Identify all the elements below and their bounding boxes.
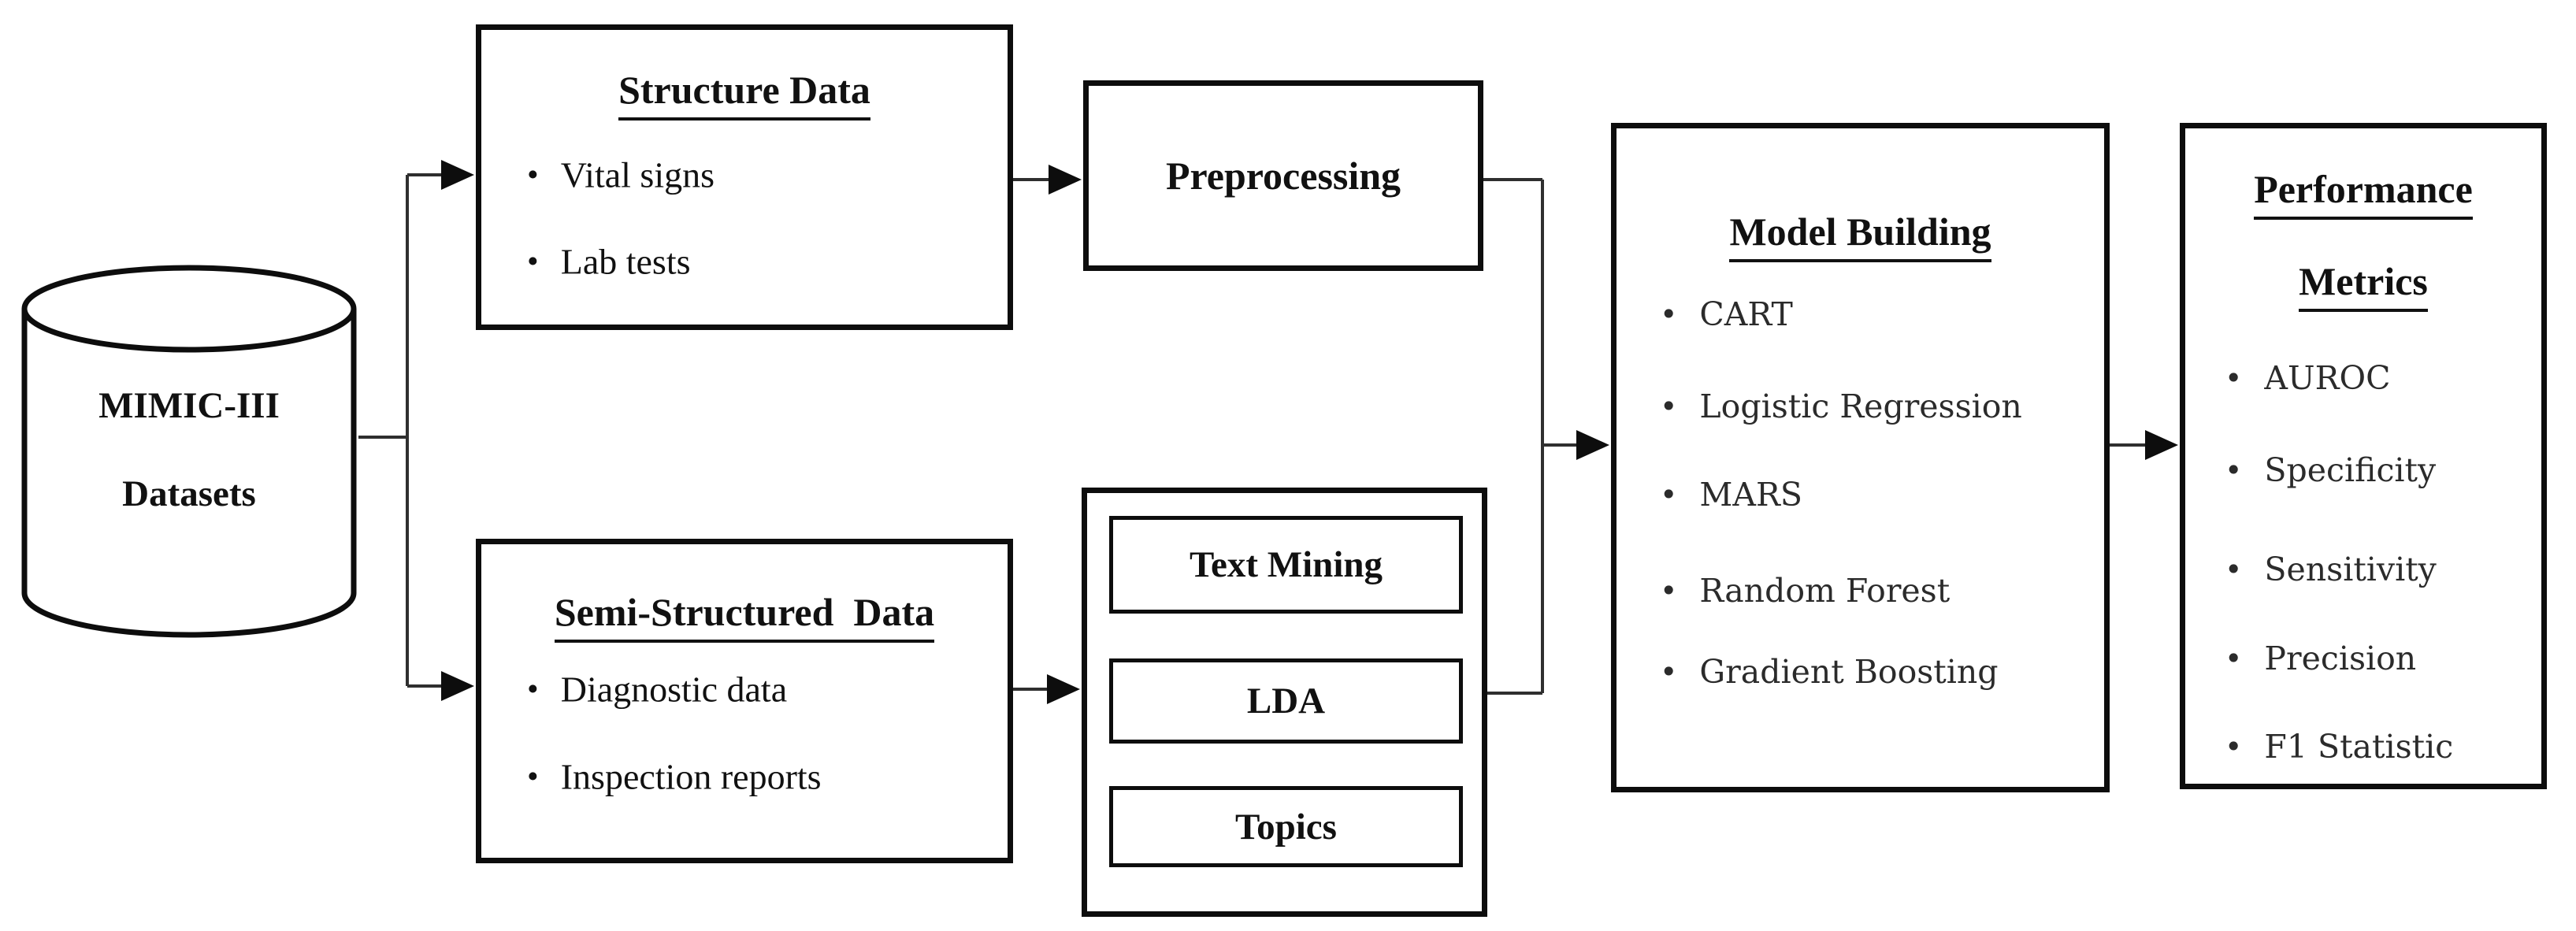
text-mining-label: Text Mining [1189,544,1383,585]
model-item-label: Gradient Boosting [1699,653,1999,691]
semi-structured-title-text: Semi-Structured Data [554,591,935,643]
bullet-icon: • [1660,655,1678,689]
metric-item-label: F1 Statistic [2264,728,2454,766]
semi-structured-data-box: Semi-Structured Data • Diagnostic data •… [476,539,1013,863]
topics-label: Topics [1235,806,1337,848]
arrowhead-into-textmining [1047,674,1080,704]
arrowhead-into-metrics [2145,430,2178,460]
bullet-icon: • [1660,477,1678,512]
performance-metrics-box: Performance Metrics • AUROC • Specificit… [2180,123,2547,789]
metric-item-specificity: • Specificity [2225,451,2436,489]
bullet-icon: • [527,243,539,280]
model-item-label: Logistic Regression [1699,388,2022,425]
bullet-icon: • [2225,453,2243,488]
model-building-title: Model Building [1616,210,2104,262]
lda-label: LDA [1246,681,1326,721]
database-cylinder: MIMIC-III Datasets [20,264,358,638]
model-item-label: MARS [1699,476,1802,514]
performance-title-line1: Performance [2185,168,2541,220]
metric-item-auroc: • AUROC [2225,359,2390,397]
metric-item-label: Sensitivity [2264,551,2437,588]
database-label-line1: MIMIC-III [98,385,280,426]
semi-structured-title: Semi-Structured Data [481,591,1008,643]
preprocessing-box: Preprocessing [1083,80,1483,271]
bullet-icon: • [527,671,539,707]
bullet-icon: • [2225,729,2243,764]
metric-item-precision: • Precision [2225,640,2416,677]
metric-item-sensitivity: • Sensitivity [2225,551,2437,588]
structure-data-title: Structure Data [481,69,1008,121]
bullet-icon: • [2225,361,2243,395]
database-label-line2: Datasets [122,473,256,514]
arrowhead-into-structure [441,160,474,190]
metric-item-label: Precision [2264,640,2417,677]
arrowhead-into-model [1576,430,1609,460]
semi-item-label: Diagnostic data [560,669,788,710]
performance-title-line2: Metrics [2185,260,2541,312]
model-building-title-text: Model Building [1729,210,1991,262]
arrowhead-into-semi [441,671,474,701]
metrics-title-text: Metrics [2299,260,2428,312]
model-item-gradient-boosting: • Gradient Boosting [1660,653,1999,691]
performance-title-text: Performance [2254,168,2473,220]
semi-item-diagnostic-data: • Diagnostic data [527,669,787,710]
model-item-label: CART [1699,295,1793,333]
structure-item-lab-tests: • Lab tests [527,241,691,283]
structure-item-label: Vital signs [560,154,715,195]
bullet-icon: • [2225,552,2243,587]
structure-data-box: Structure Data • Vital signs • Lab tests [476,24,1013,330]
model-item-cart: • CART [1660,295,1793,333]
bullet-icon: • [1660,573,1678,608]
bullet-icon: • [527,759,539,795]
semi-item-inspection-reports: • Inspection reports [527,756,822,798]
structure-data-title-text: Structure Data [618,69,870,121]
bullet-icon: • [1660,389,1678,424]
metric-item-label: AUROC [2264,359,2391,397]
model-building-box: Model Building • CART • Logistic Regress… [1611,123,2110,792]
structure-item-vital-signs: • Vital signs [527,154,715,196]
structure-item-label: Lab tests [560,241,691,282]
cylinder-shape [21,265,357,638]
metric-item-f1-statistic: • F1 Statistic [2225,728,2453,766]
arrowhead-into-preprocessing [1049,165,1082,195]
semi-item-label: Inspection reports [560,756,822,797]
text-mining-step-box: Text Mining [1109,516,1463,614]
text-mining-container: Text Mining LDA Topics [1082,488,1487,917]
model-item-label: Random Forest [1699,572,1951,610]
bullet-icon: • [527,157,539,193]
topics-step-box: Topics [1109,786,1463,867]
model-item-random-forest: • Random Forest [1660,572,1950,610]
preprocessing-label: Preprocessing [1165,154,1401,198]
bullet-icon: • [1660,297,1678,332]
lda-step-box: LDA [1109,658,1463,744]
metric-item-label: Specificity [2264,451,2437,489]
model-item-mars: • MARS [1660,476,1802,514]
bullet-icon: • [2225,641,2243,676]
model-item-logistic-regression: • Logistic Regression [1660,388,2022,425]
